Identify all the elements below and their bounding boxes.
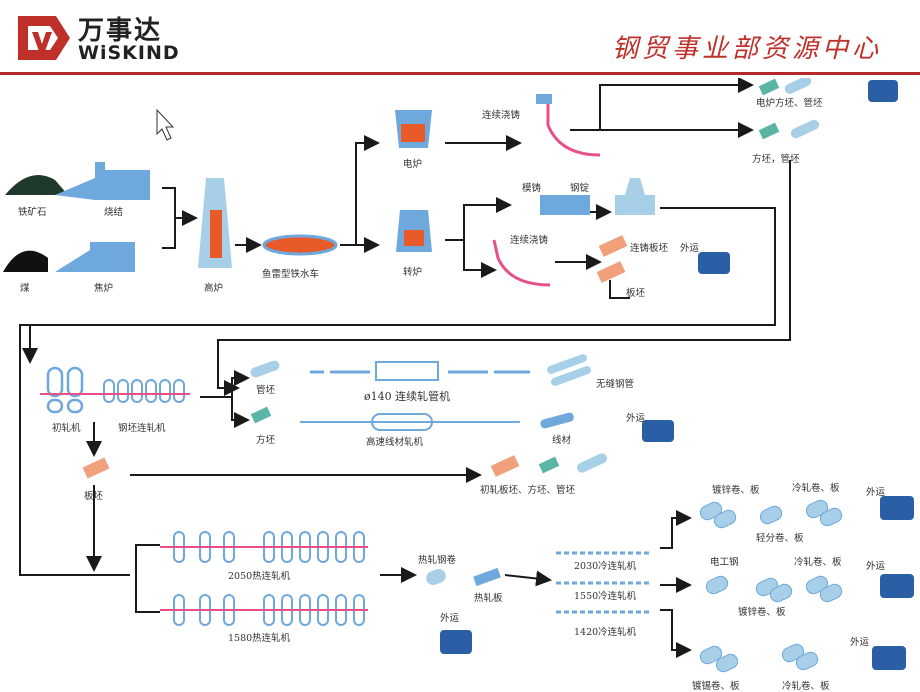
slab-icon [596, 261, 626, 283]
label-sintering: 烧结 [104, 207, 124, 218]
wire-rod-icon [540, 412, 574, 429]
converter-molten-icon [404, 230, 424, 246]
ef-tube-icon [784, 78, 812, 94]
label-ef-billet-tube: 电炉方坯、管坯 [756, 98, 823, 109]
truck-icon-7 [872, 646, 906, 670]
label-cc-slab: 连铸板坯 [630, 243, 669, 254]
seamless-mill-icon [375, 361, 439, 381]
truck-icon-3 [642, 420, 674, 442]
tube-icon [790, 119, 820, 139]
label-plate-blank: 板坯 [84, 491, 104, 502]
label-blast-furnace: 高炉 [204, 283, 224, 294]
label-continuous-casting-mid: 连续浇铸 [510, 235, 549, 246]
label-tube-blank: 管坯 [256, 385, 276, 396]
plate-blank-icon [82, 457, 110, 479]
label-ship-out-1: 外运 [680, 243, 700, 254]
label-coal: 煤 [20, 283, 30, 294]
label-mill-1580: 1580热连轧机 [228, 633, 291, 644]
ef-billet-icon [758, 78, 780, 96]
logo-text-cn: 万事达 [78, 16, 163, 46]
label-billet-mill: 钢坯连轧机 [118, 423, 166, 434]
header-title: 钢贸事业部资源中心 [611, 34, 882, 64]
label-continuous-casting-top: 连续浇铸 [482, 110, 521, 121]
continuous-caster-top-icon [540, 98, 601, 157]
label-products-mid: 初轧板坯、方坯、管坯 [480, 485, 576, 496]
flow-lines [19, 78, 791, 658]
billet-mill-icon [103, 379, 185, 403]
label-ship-out-2: 外运 [626, 413, 646, 424]
label-coking: 焦炉 [94, 283, 114, 294]
label-electrical-steel: 电工钢 [710, 557, 739, 568]
label-ship-out-4: 外运 [866, 487, 886, 498]
label-mill-2050: 2050热连轧机 [228, 571, 291, 582]
label-torpedo-car: 鱼雷型铁水车 [262, 269, 320, 280]
cc-slab-icon [598, 235, 628, 257]
label-cold-1550: 1550冷连轧机 [574, 591, 637, 602]
label-split-coil: 轻分卷、板 [756, 533, 804, 544]
label-slab: 板坯 [626, 288, 646, 299]
label-square-billet: 方坯 [256, 435, 276, 446]
final-coils-icon [699, 499, 843, 673]
blooming-mill-icon [46, 366, 84, 414]
tube-blank-icon [250, 360, 280, 378]
truck-icon-4 [440, 630, 472, 654]
label-galv-coil-2: 镀锌卷、板 [738, 607, 786, 618]
label-cold-coil-3: 冷轧卷、板 [782, 681, 830, 692]
sintering-plant-icon [55, 162, 150, 200]
label-ship-out-3: 外运 [440, 613, 460, 624]
mouse-cursor-icon [156, 108, 175, 141]
mid-billet-icon [538, 456, 560, 474]
hot-plate-icon [473, 567, 501, 587]
label-seamless-pipe: 无缝钢管 [596, 379, 635, 390]
square-billet-icon [250, 406, 272, 424]
truck-icon-2 [698, 252, 730, 274]
mid-tube-icon [577, 453, 607, 473]
billet-icon [758, 122, 780, 140]
header: 万事达 WiSKIND 钢贸事业部资源中心 [0, 0, 920, 78]
ingot-mold-icon [540, 195, 590, 215]
truck-icon-1 [868, 80, 898, 102]
label-cold-coil-2: 冷轧卷、板 [794, 557, 842, 568]
label-hot-plate: 热轧板 [474, 593, 503, 604]
torpedo-car-icon [262, 234, 338, 256]
continuous-caster-mid-icon [492, 239, 551, 287]
label-hot-coil: 热轧钢卷 [418, 555, 457, 566]
label-iron-ore: 铁矿石 [18, 207, 47, 218]
label-galvanized: 镀锌卷、板 [712, 485, 760, 496]
label-electric-furnace: 电炉 [403, 159, 423, 170]
label-wire-mill: 高速线材轧机 [366, 437, 424, 448]
header-divider [0, 72, 920, 75]
truck-icon-6 [880, 574, 914, 598]
label-cold-2030: 2030冷连轧机 [574, 561, 637, 572]
label-billet-tube: 方坯，管坯 [752, 154, 800, 165]
seamless-pipe-icon [547, 354, 591, 386]
molten-iron-icon [210, 210, 222, 258]
label-converter: 转炉 [403, 267, 423, 278]
label-model-casting: 模铸 [522, 183, 542, 194]
steel-process-flow-diagram [3, 78, 914, 673]
label-wire-rod: 线材 [552, 435, 572, 446]
label-cold-coil-1: 冷轧卷、板 [792, 483, 840, 494]
label-seamless-mill: ø140 连续轧管机 [364, 390, 451, 403]
coke-oven-icon [55, 242, 135, 272]
label-blooming-mill: 初轧机 [52, 423, 81, 434]
soaking-pit-icon [615, 178, 655, 215]
mid-slab-icon [490, 455, 520, 477]
coal-pile-icon [3, 250, 48, 272]
label-cold-1420: 1420冷连轧机 [574, 627, 637, 638]
hot-coil-icon [426, 568, 446, 586]
label-ingot: 钢锭 [570, 183, 590, 194]
iron-ore-pile-icon [5, 175, 68, 195]
truck-icon-5 [880, 496, 914, 520]
label-ship-out-6: 外运 [850, 637, 870, 648]
ef-molten-icon [401, 124, 425, 142]
label-tinplate: 镀锡卷、板 [692, 681, 740, 692]
wiskind-logo-icon [18, 16, 70, 60]
label-ship-out-5: 外运 [866, 561, 886, 572]
logo-text-en: WiSKIND [78, 42, 180, 64]
